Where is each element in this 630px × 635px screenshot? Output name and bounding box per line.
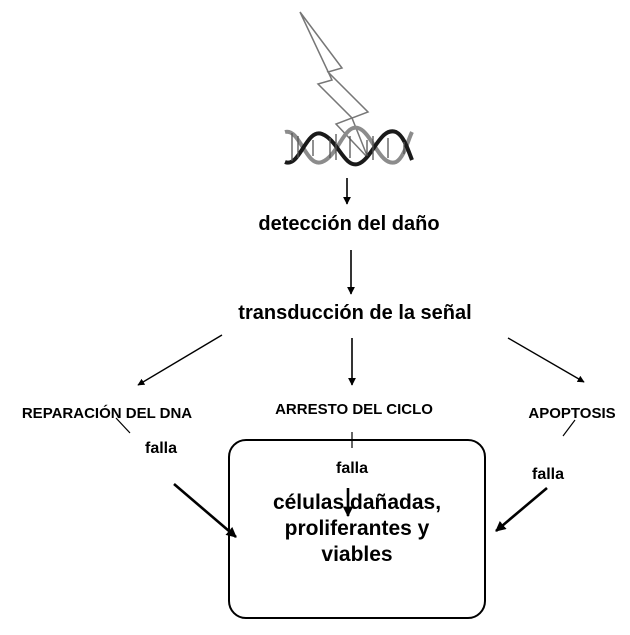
signal-transduction-label: transducción de la señal <box>238 302 472 324</box>
cell-cycle-arrest-label: ARRESTO DEL CICLO <box>275 401 433 418</box>
arrow-fail-left <box>173 483 237 538</box>
apoptosis-failure-label: falla <box>531 466 565 483</box>
apoptosis-label: APOPTOSIS <box>528 405 616 422</box>
tick-apoptosis <box>562 419 576 437</box>
damage-detection-label: detección del daño <box>258 213 440 235</box>
arrest-failure-label: falla <box>335 460 369 477</box>
arrow-to-repair <box>137 334 223 386</box>
outcome-label: células dañadas, proliferantes y viables <box>272 491 442 566</box>
repair-failure-label: falla <box>144 440 178 457</box>
outcome-box: células dañadas, proliferantes y viables <box>228 439 486 619</box>
arrow-to-apoptosis <box>507 337 585 383</box>
dna-double-helix-icon <box>284 125 414 167</box>
tick-repair <box>115 417 131 434</box>
arrow-fail-right <box>495 487 548 532</box>
dna-repair-label: REPARACIÓN DEL DNA <box>21 405 193 422</box>
